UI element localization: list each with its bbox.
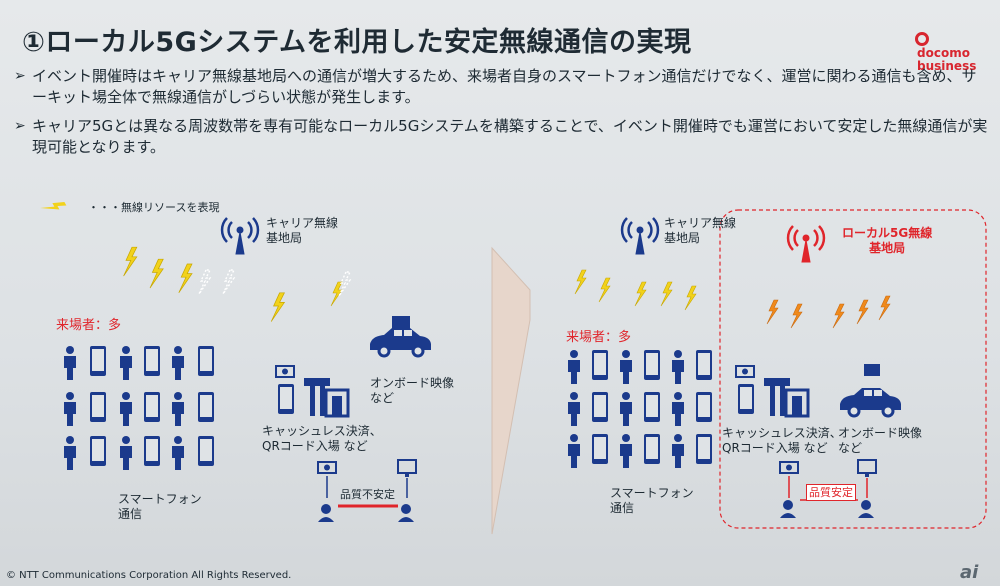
carrier-tower-icon [220,216,260,256]
quality-link-left [317,459,417,522]
onboard-label-right: オンボード映像など [838,426,923,455]
bullet-item: イベント開催時はキャリア無線基地局への通信が増大するため、来場者自身のスマートフ… [14,66,989,108]
logo-mark-icon [915,31,929,46]
local5g-area [719,209,987,529]
transition-arrow [491,246,531,535]
watermark: ai [960,562,979,583]
cashless-label-left: キャッシュレス決済、QRコード入場 など [262,424,382,453]
dashed-bolt-group [198,269,351,297]
visitors-label-left: 来場者：多 [56,318,122,333]
copyright-footer: © NTT Communications Corporation All Rig… [6,570,292,581]
bolt-group-local5g [766,295,891,329]
quality-label-left: 品質不安定 [340,488,395,501]
carrier-station-label-left: キャリア無線基地局 [266,216,339,245]
bullet-item: キャリア5Gとは異なる周波数帯を専有可能なローカル5Gシステムを構築することで、… [14,116,989,158]
onboard-label-left: オンボード映像など [370,376,455,405]
carrier-tower-icon [620,216,660,256]
smartphone-label-left: スマートフォン通信 [118,492,202,521]
cashless-label-right: キャッシュレス決済、QRコード入場 など [722,426,842,455]
visitors-label-right: 来場者：多 [566,330,632,345]
bullet-list: イベント開催時はキャリア無線基地局への通信が増大するため、来場者自身のスマートフ… [14,66,989,166]
legend-label: ・・・無線リソースを表現 [88,201,220,214]
bolt-group-right [574,269,697,311]
cashless-store-icon-left [275,365,350,418]
cashless-store-icon-right [735,365,810,418]
logo-line1: docomo [917,46,970,60]
onboard-car-icon-right [838,364,903,418]
legend-bolt-icon [40,195,67,218]
visitor-crowd-right [568,350,712,468]
slide-title: ①ローカル5Gシステムを利用した安定無線通信の実現 [22,27,692,58]
onboard-car-icon-left [368,316,433,358]
local5g-tower-icon [786,224,826,264]
smartphone-label-right: スマートフォン通信 [610,486,694,515]
bolt-group-left [123,246,343,323]
visitor-crowd-left [64,346,214,470]
quality-label-right: 品質安定 [806,484,856,501]
local5g-station-label: ローカル5G無線基地局 [842,226,933,255]
carrier-station-label-right: キャリア無線基地局 [664,216,737,245]
